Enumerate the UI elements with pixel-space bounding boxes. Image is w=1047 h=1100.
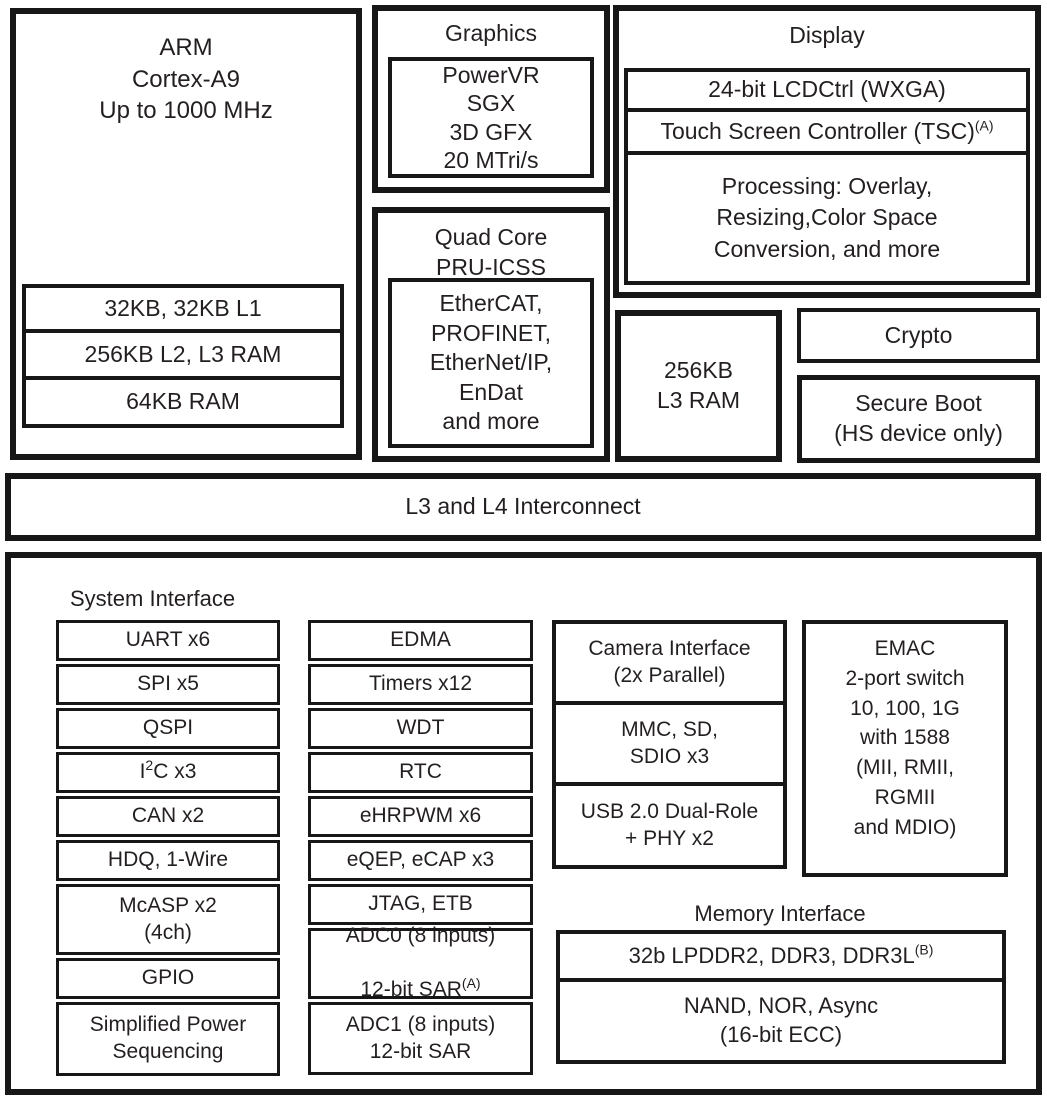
- ddr-row: 32b LPDDR2, DDR3, DDR3L(B): [556, 930, 1006, 982]
- i2c-label: I2C x3: [139, 757, 197, 786]
- display-title: Display: [789, 22, 865, 48]
- adc0-line1: ADC0 (8 inputs): [345, 924, 496, 948]
- mcasp-row: McASP x2 (4ch): [56, 884, 280, 955]
- display-stack: 24-bit LCDCtrl (WXGA) Touch Screen Contr…: [624, 68, 1030, 285]
- arm-memory-stack: 32KB, 32KB L1 256KB L2, L3 RAM 64KB RAM: [22, 284, 344, 428]
- system-interface-title: System Interface: [70, 586, 236, 611]
- adc0-footnote-sup: (A): [461, 974, 481, 991]
- arm-l1-cache-row: 32KB, 32KB L1: [22, 284, 344, 333]
- system-interface-col1: UART x6 SPI x5 QSPI I2C x3 CAN x2 HDQ, 1…: [56, 620, 280, 1079]
- i2c-row: I2C x3: [56, 752, 280, 793]
- l3-ram-block: 256KB L3 RAM: [615, 310, 782, 462]
- mmc-sdio-row: MMC, SD, SDIO x3: [552, 701, 787, 786]
- edma-row: EDMA: [308, 620, 533, 661]
- tsc-label: Touch Screen Controller (TSC)(A): [660, 117, 993, 147]
- interconnect-bar: L3 and L4 Interconnect: [5, 473, 1041, 541]
- wdt-row: WDT: [308, 708, 533, 749]
- jtag-etb-row: JTAG, ETB: [308, 884, 533, 925]
- i2c-pre: I: [139, 760, 146, 784]
- uart-row: UART x6: [56, 620, 280, 661]
- pru-icss-title: Quad Core PRU-ICSS: [434, 224, 548, 280]
- power-sequencing-row: Simplified Power Sequencing: [56, 1002, 280, 1076]
- display-block: Display 24-bit LCDCtrl (WXGA) Touch Scre…: [613, 5, 1041, 298]
- system-interface-col3: Camera Interface (2x Parallel) MMC, SD, …: [552, 620, 787, 869]
- touch-screen-controller-row: Touch Screen Controller (TSC)(A): [624, 108, 1030, 155]
- rtc-row: RTC: [308, 752, 533, 793]
- crypto-block: Crypto: [797, 308, 1040, 363]
- peripherals-container: System Interface UART x6 SPI x5 QSPI I2C…: [5, 552, 1042, 1095]
- adc0-line2-text: 12-bit SAR: [360, 977, 462, 1001]
- arm-block: ARM Cortex-A9 Up to 1000 MHz 32KB, 32KB …: [10, 8, 362, 460]
- arm-l2-cache-row: 256KB L2, L3 RAM: [22, 329, 344, 380]
- graphics-gpu-box: PowerVR SGX 3D GFX 20 MTri/s: [388, 57, 594, 178]
- ehrpwm-row: eHRPWM x6: [308, 796, 533, 837]
- tsc-footnote-sup: (A): [974, 116, 994, 133]
- adc0-row: ADC0 (8 inputs) 12-bit SAR(A): [308, 924, 533, 1001]
- adc1-row: ADC1 (8 inputs) 12-bit SAR: [308, 1002, 533, 1075]
- adc0-label: ADC0 (8 inputs) 12-bit SAR(A): [346, 896, 495, 1030]
- graphics-block: Graphics PowerVR SGX 3D GFX 20 MTri/s: [372, 5, 610, 193]
- eqep-ecap-row: eQEP, eCAP x3: [308, 840, 533, 881]
- graphics-title: Graphics: [444, 20, 538, 46]
- emac-block: EMAC 2-port switch 10, 100, 1G with 1588…: [802, 620, 1008, 877]
- system-interface-col2: EDMA Timers x12 WDT RTC eHRPWM x6 eQEP, …: [308, 620, 533, 1078]
- arm-title: ARM Cortex-A9 Up to 1000 MHz: [99, 34, 273, 125]
- nand-nor-row: NAND, NOR, Async (16-bit ECC): [556, 978, 1006, 1064]
- camera-interface-row: Camera Interface (2x Parallel): [552, 620, 787, 705]
- memory-interface-stack: 32b LPDDR2, DDR3, DDR3L(B) NAND, NOR, As…: [556, 930, 1006, 1064]
- memory-interface-title: Memory Interface: [694, 901, 866, 926]
- ddr-footnote-sup: (B): [914, 941, 934, 958]
- ddr-text: 32b LPDDR2, DDR3, DDR3L: [628, 942, 915, 968]
- tsc-text: Touch Screen Controller (TSC): [660, 117, 975, 144]
- arm-ram-row: 64KB RAM: [22, 376, 344, 428]
- lcd-controller-row: 24-bit LCDCtrl (WXGA): [624, 68, 1030, 112]
- adc0-line2: 12-bit SAR(A): [346, 974, 495, 1004]
- timers-row: Timers x12: [308, 664, 533, 705]
- pru-icss-block: Quad Core PRU-ICSS EtherCAT, PROFINET, E…: [372, 207, 610, 462]
- display-processing-row: Processing: Overlay, Resizing,Color Spac…: [624, 151, 1030, 285]
- can-row: CAN x2: [56, 796, 280, 837]
- pru-protocols-box: EtherCAT, PROFINET, EtherNet/IP, EnDat a…: [388, 278, 594, 448]
- i2c-post: C x3: [153, 760, 197, 784]
- hdq-row: HDQ, 1-Wire: [56, 840, 280, 881]
- i2c-sup: 2: [145, 757, 154, 774]
- usb-row: USB 2.0 Dual-Role + PHY x2: [552, 782, 787, 869]
- qspi-row: QSPI: [56, 708, 280, 749]
- ddr-label: 32b LPDDR2, DDR3, DDR3L(B): [629, 942, 934, 971]
- secure-boot-block: Secure Boot (HS device only): [797, 375, 1040, 463]
- spi-row: SPI x5: [56, 664, 280, 705]
- gpio-row: GPIO: [56, 958, 280, 999]
